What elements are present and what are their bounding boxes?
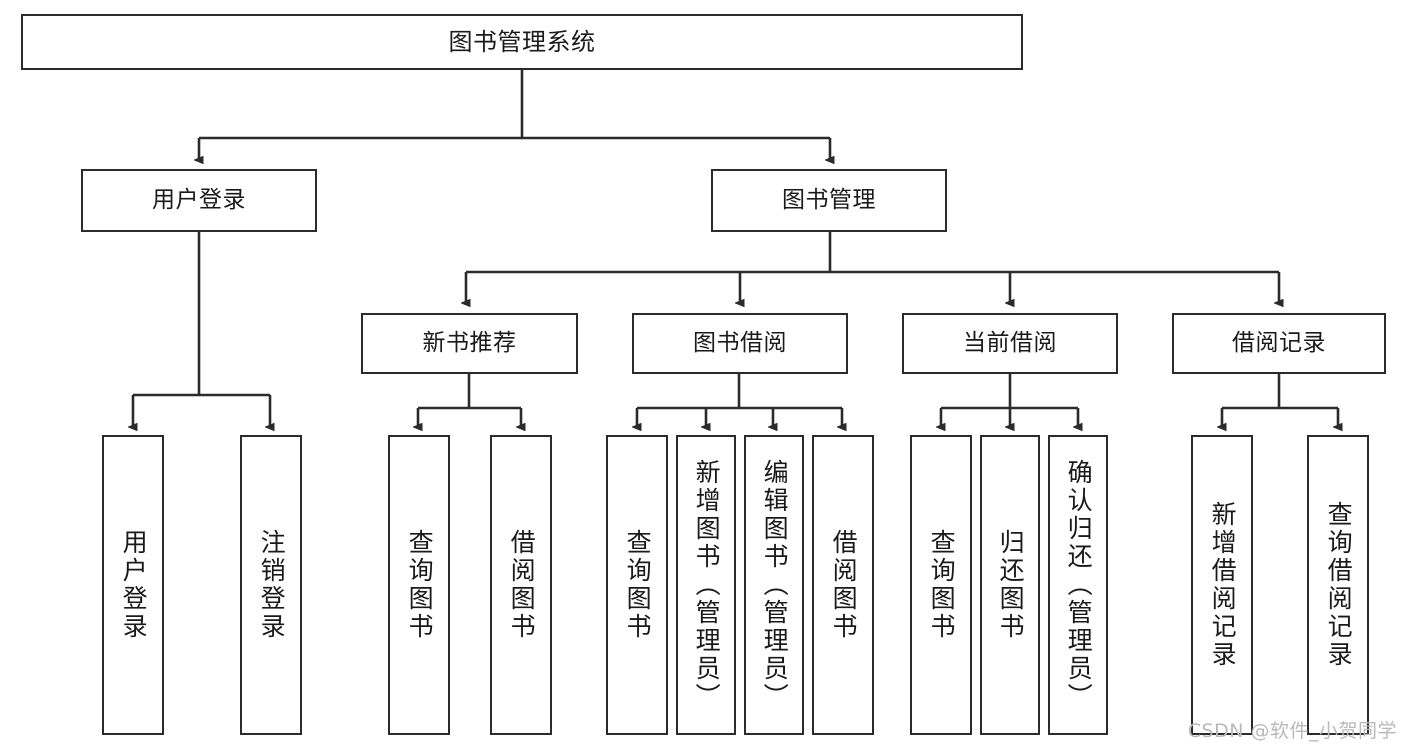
leaf-current-borrow-query-book[interactable]: 查询图书	[910, 435, 972, 735]
leaf-book-borrow-borrow-book[interactable]: 借阅图书	[812, 435, 874, 735]
leaf-borrow-record-add-record[interactable]: 新增借阅记录	[1191, 435, 1253, 735]
node-label: 新书推荐	[422, 329, 517, 356]
leaf-user-login-logout[interactable]: 注销登录	[240, 435, 302, 735]
node-label: 查询图书	[405, 529, 435, 641]
node-label: 借阅图书	[829, 529, 859, 641]
node-book-borrow[interactable]: 图书借阅	[632, 313, 848, 374]
node-borrow-record[interactable]: 借阅记录	[1172, 313, 1386, 374]
node-label: 当前借阅	[963, 329, 1057, 356]
node-label: 图书管理系统	[448, 27, 596, 56]
node-label: 新增借阅记录	[1208, 501, 1238, 669]
node-new-book-recommend[interactable]: 新书推荐	[361, 313, 578, 374]
leaf-new-book-borrow-book[interactable]: 借阅图书	[490, 435, 552, 735]
node-label: 新增图书（管理员）	[692, 459, 722, 711]
leaf-book-borrow-edit-book-admin[interactable]: 编辑图书（管理员）	[744, 435, 804, 735]
leaf-book-borrow-query-book[interactable]: 查询图书	[606, 435, 668, 735]
node-root-library-system[interactable]: 图书管理系统	[21, 14, 1023, 70]
node-label: 编辑图书（管理员）	[760, 459, 790, 711]
leaf-current-borrow-confirm-return-admin[interactable]: 确认归还（管理员）	[1048, 435, 1108, 735]
node-label: 注销登录	[257, 529, 287, 641]
node-label: 图书管理	[782, 186, 876, 213]
leaf-book-borrow-add-book-admin[interactable]: 新增图书（管理员）	[676, 435, 736, 735]
node-label: 查询图书	[927, 529, 957, 641]
node-label: 用户登录	[119, 529, 149, 641]
leaf-borrow-record-query-record[interactable]: 查询借阅记录	[1307, 435, 1369, 735]
node-user-login[interactable]: 用户登录	[81, 169, 317, 232]
node-book-management[interactable]: 图书管理	[711, 169, 947, 232]
node-label: 查询图书	[623, 529, 653, 641]
node-current-borrow[interactable]: 当前借阅	[902, 313, 1118, 374]
node-label: 图书借阅	[693, 329, 787, 356]
leaf-current-borrow-return-book[interactable]: 归还图书	[980, 435, 1040, 735]
csdn-watermark: CSDN @软件_小贺同学	[1187, 720, 1397, 742]
node-label: 确认归还（管理员）	[1064, 459, 1094, 711]
leaf-new-book-query-book[interactable]: 查询图书	[388, 435, 450, 735]
node-label: 借阅记录	[1232, 329, 1326, 356]
node-label: 归还图书	[996, 529, 1026, 641]
node-label: 查询借阅记录	[1324, 501, 1354, 669]
node-label: 用户登录	[152, 186, 246, 213]
node-label: 借阅图书	[507, 529, 537, 641]
leaf-user-login-login[interactable]: 用户登录	[102, 435, 164, 735]
